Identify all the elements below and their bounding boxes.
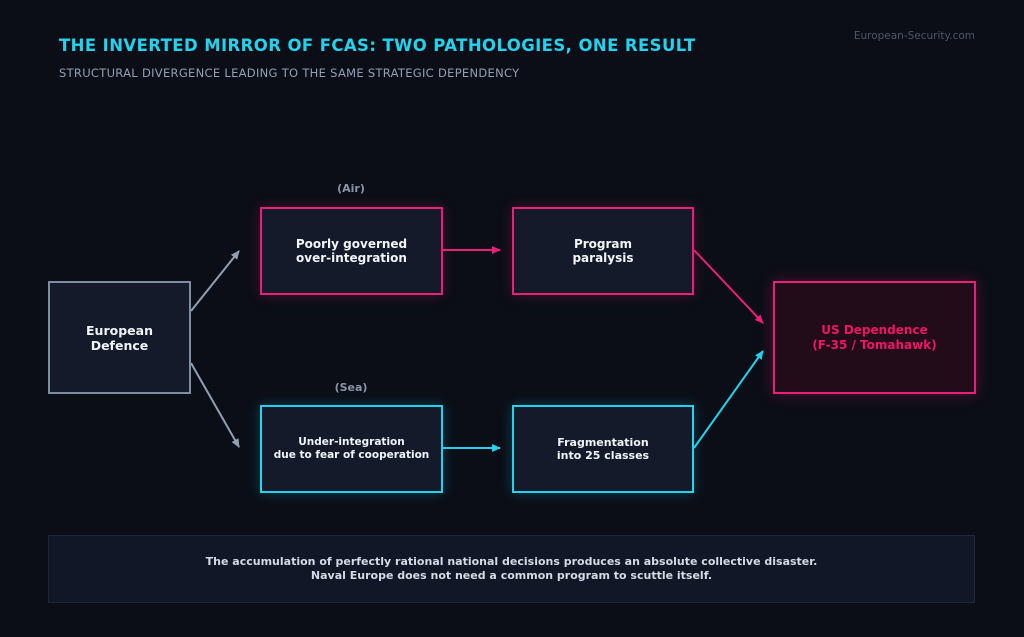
sea-branch-label: (Sea): [334, 381, 368, 394]
node-program-paralysis-label: Program paralysis: [572, 236, 634, 265]
node-program-paralysis: Program paralysis: [512, 207, 694, 295]
arrow-sea-2-to-result: [693, 350, 764, 449]
node-under-integration: Under-integration due to fear of coopera…: [260, 405, 443, 493]
arrow-origin-to-air: [190, 250, 240, 312]
source-credit: European-Security.com: [853, 30, 975, 42]
node-european-defence-label: European Defence: [86, 322, 153, 353]
conclusion-line-1: The accumulation of perfectly rational n…: [205, 555, 818, 569]
conclusion-box: The accumulation of perfectly rational n…: [48, 535, 975, 603]
conclusion-line-2: Naval Europe does not need a common prog…: [310, 569, 713, 582]
arrow-origin-to-sea: [190, 362, 240, 448]
arrow-air-2-to-result: [693, 249, 764, 324]
node-european-defence: European Defence: [48, 281, 191, 394]
node-us-dependence-label: US Dependence (F-35 / Tomahawk): [812, 323, 937, 352]
page-subtitle: STRUCTURAL DIVERGENCE LEADING TO THE SAM…: [59, 66, 520, 80]
node-fragmentation-label: Fragmentation into 25 classes: [556, 435, 650, 462]
air-branch-label: (Air): [337, 182, 365, 195]
node-over-integration-label: Poorly governed over-integration: [295, 236, 408, 265]
node-under-integration-label: Under-integration due to fear of coopera…: [273, 436, 430, 461]
page-title: THE INVERTED MIRROR OF FCAS: TWO PATHOLO…: [59, 36, 696, 55]
node-fragmentation: Fragmentation into 25 classes: [512, 405, 694, 493]
node-over-integration: Poorly governed over-integration: [260, 207, 443, 295]
node-us-dependence: US Dependence (F-35 / Tomahawk): [773, 281, 976, 394]
